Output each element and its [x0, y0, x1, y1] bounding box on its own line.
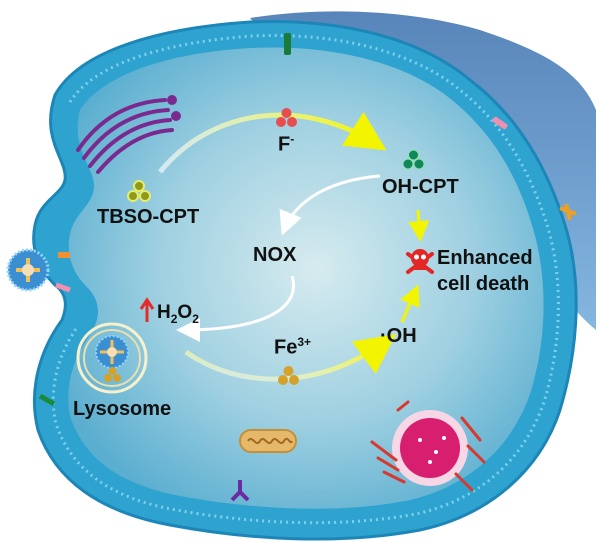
- membrane-dots: [51, 34, 560, 525]
- fluoride-label: F-: [278, 132, 295, 156]
- lysosome-label: Lysosome: [73, 398, 172, 420]
- oh-cpt-label: OH-CPT: [382, 176, 459, 198]
- arrow-oh-radical-to-death: [400, 284, 420, 323]
- membrane-protein-right-pink: [492, 116, 508, 130]
- membrane-protein-top: [284, 33, 291, 55]
- up-arrow-icon: [139, 297, 155, 322]
- h2o2-label: H2O2: [157, 302, 199, 326]
- arrow-to-nox: [279, 174, 381, 236]
- enhanced-cell-death-label: Enhanced cell death: [437, 247, 533, 295]
- nanoparticle-icon: [6, 248, 71, 293]
- tbso-dots: [127, 180, 151, 202]
- tbso-cpt-label: TBSO-CPT: [97, 206, 200, 228]
- mitochondrion: [239, 429, 297, 453]
- cytoplasm: [68, 47, 544, 509]
- membrane-protein-left-green: [38, 393, 56, 407]
- fluoride-dots: [276, 108, 297, 127]
- arrow-nox-to-h2o2: [176, 275, 296, 342]
- iron-dots: [278, 366, 299, 385]
- fe3-label: Fe3+: [274, 335, 312, 359]
- membrane-protein-bottom: [230, 480, 250, 502]
- arrow-oh-cpt-to-death: [408, 209, 430, 242]
- background-cell: [250, 11, 596, 330]
- lysosome-organelle: [76, 322, 148, 394]
- skull-crossbones-icon: [406, 249, 434, 274]
- chromatin-strands: [370, 400, 486, 492]
- membrane-protein-right-yellow: [559, 203, 577, 221]
- oh-cpt-dots: [402, 149, 425, 170]
- hydroxyl-radical-label: ·OH: [380, 325, 417, 347]
- golgi-apparatus: [76, 95, 181, 174]
- nucleus: [392, 410, 468, 486]
- nox-label: NOX: [253, 244, 297, 266]
- arrow-tbso-to-oh: [158, 111, 387, 174]
